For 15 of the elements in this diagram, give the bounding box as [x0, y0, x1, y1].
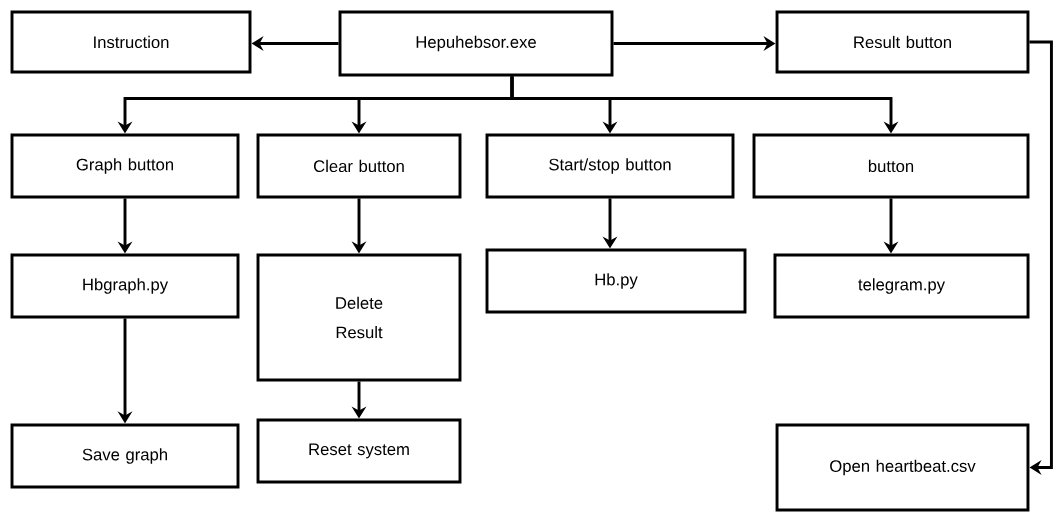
process-box: Instruction: [10, 10, 252, 74]
process-box: Hepuhebsor.exe: [338, 10, 614, 77]
process-box: telegram.py: [773, 253, 1030, 319]
process-box: Save graph: [10, 423, 240, 489]
arrow: [1029, 40, 1053, 475]
process-box: Delete Result: [256, 253, 462, 382]
process-box: Result button: [775, 10, 1030, 74]
process-box: Reset system: [256, 418, 462, 484]
process-box: Open heartbeat.csv: [775, 423, 1030, 512]
process-box: Graph button: [10, 133, 240, 199]
process-box: button: [752, 133, 1030, 199]
process-box: Clear button: [256, 133, 462, 199]
process-box: Hbgraph.py: [10, 253, 240, 319]
process-box: Start/stop button: [485, 133, 735, 199]
process-box: Hb.py: [485, 248, 747, 314]
